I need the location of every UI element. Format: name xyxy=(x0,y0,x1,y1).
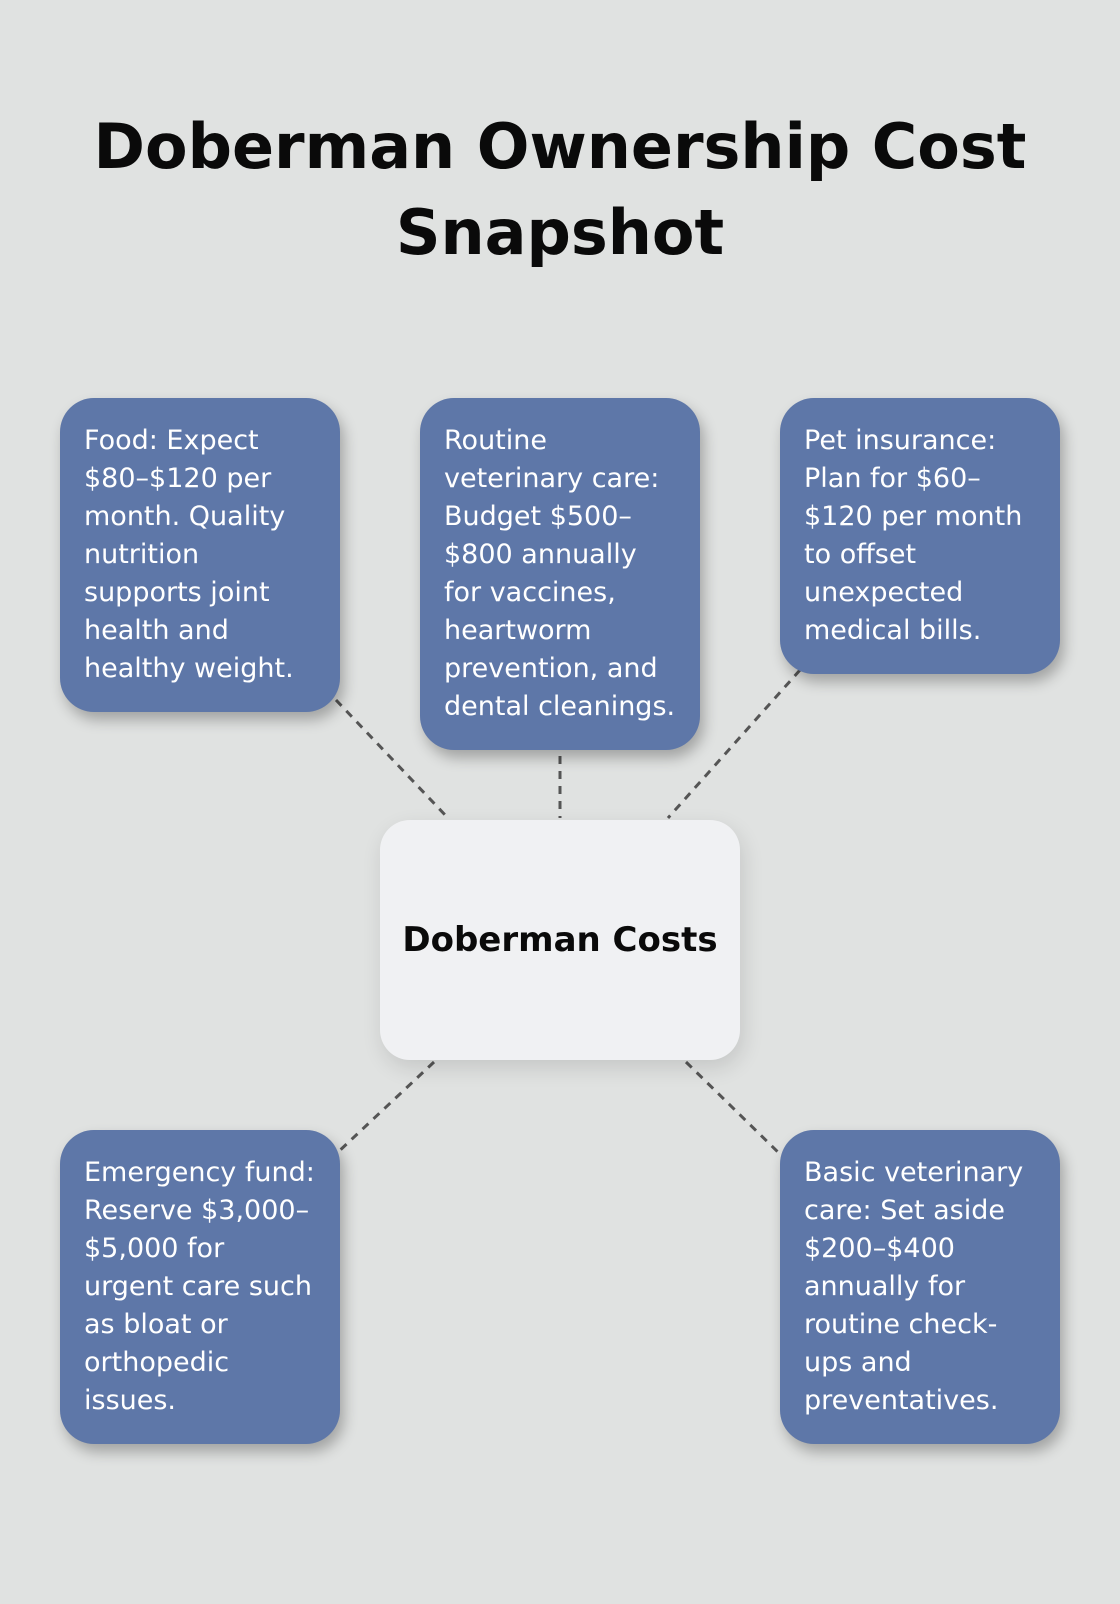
connector-emergency xyxy=(334,1060,436,1156)
connector-insurance xyxy=(666,669,802,819)
card-basic-veterinary-care: Basic veterinary care: Set aside $200–$4… xyxy=(780,1130,1060,1444)
card-food: Food: Expect $80–$120 per month. Quality… xyxy=(60,398,340,712)
center-node: Doberman Costs xyxy=(380,820,740,1060)
card-pet-insurance: Pet insurance: Plan for $60–$120 per mon… xyxy=(780,398,1060,674)
connector-basic xyxy=(684,1060,786,1160)
center-label: Doberman Costs xyxy=(402,920,718,960)
card-emergency-fund: Emergency fund: Reserve $3,000–$5,000 fo… xyxy=(60,1130,340,1444)
card-routine-veterinary-care: Routine veterinary care: Budget $500–$80… xyxy=(420,398,700,750)
page-title: Doberman Ownership Cost Snapshot xyxy=(93,110,1027,269)
connector-food xyxy=(334,698,450,820)
